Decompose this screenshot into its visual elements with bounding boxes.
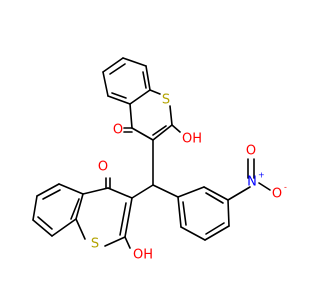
- bond: [152, 184, 179, 198]
- bond: [42, 189, 61, 200]
- bond: [152, 125, 167, 136]
- bond: [205, 222, 225, 235]
- charge-label-nitro-oxygen: -: [284, 183, 287, 192]
- bond: [258, 182, 271, 191]
- bond: [70, 198, 80, 220]
- bond: [131, 127, 154, 141]
- bond: [129, 103, 133, 129]
- bond: [58, 183, 84, 195]
- bond: [32, 219, 53, 237]
- bond: [145, 65, 151, 91]
- bond: [111, 92, 127, 99]
- bond: [119, 202, 127, 236]
- bond: [51, 218, 77, 237]
- charge-label-nitro-nitrogen: +: [258, 171, 265, 180]
- atom-label-sulfur-top: S: [162, 93, 170, 108]
- bond: [131, 184, 154, 199]
- bond: [109, 63, 126, 75]
- atom-label-nitro-nitrogen: N: [247, 175, 257, 190]
- atom-label-hydroxyl-bottom: OH: [133, 248, 153, 263]
- molecule-diagram: S OH O O S OH O N + O -: [32, 57, 287, 263]
- bond: [75, 193, 84, 220]
- bond: [129, 89, 151, 105]
- bond: [152, 124, 173, 141]
- bond: [124, 236, 131, 249]
- bond: [203, 186, 229, 201]
- bond: [177, 186, 205, 198]
- bond: [177, 196, 182, 228]
- atom-label-oxygen-bottom-carbonyl: O: [98, 160, 108, 175]
- bond: [180, 226, 206, 241]
- bond: [142, 71, 147, 89]
- bond: [122, 57, 147, 67]
- atom-labels: S OH O O S OH O N + O -: [91, 93, 287, 263]
- bond: [107, 95, 131, 105]
- atom-label-nitro-oxygen-single: O: [272, 187, 282, 202]
- bond: [104, 236, 126, 247]
- bond: [169, 105, 173, 126]
- bond: [107, 187, 133, 199]
- bond: [37, 216, 53, 230]
- bond: [204, 225, 230, 241]
- bond: [124, 197, 133, 238]
- bond-layer: [32, 57, 271, 249]
- bond: [171, 124, 181, 133]
- bond: [102, 71, 109, 97]
- bond: [227, 186, 251, 201]
- atom-label-oxygen-top-carbonyl: O: [113, 123, 123, 138]
- bond: [102, 57, 124, 73]
- bond: [75, 218, 86, 240]
- bond: [227, 199, 230, 227]
- atom-label-nitro-oxygen-double: O: [246, 144, 256, 159]
- bond: [36, 183, 60, 197]
- bond: [149, 89, 161, 95]
- bond: [32, 195, 38, 221]
- atom-label-sulfur-bottom: S: [91, 237, 99, 252]
- bond: [205, 192, 224, 204]
- bond: [82, 187, 109, 195]
- bond: [182, 201, 187, 226]
- atom-label-hydroxyl-top: OH: [182, 132, 202, 147]
